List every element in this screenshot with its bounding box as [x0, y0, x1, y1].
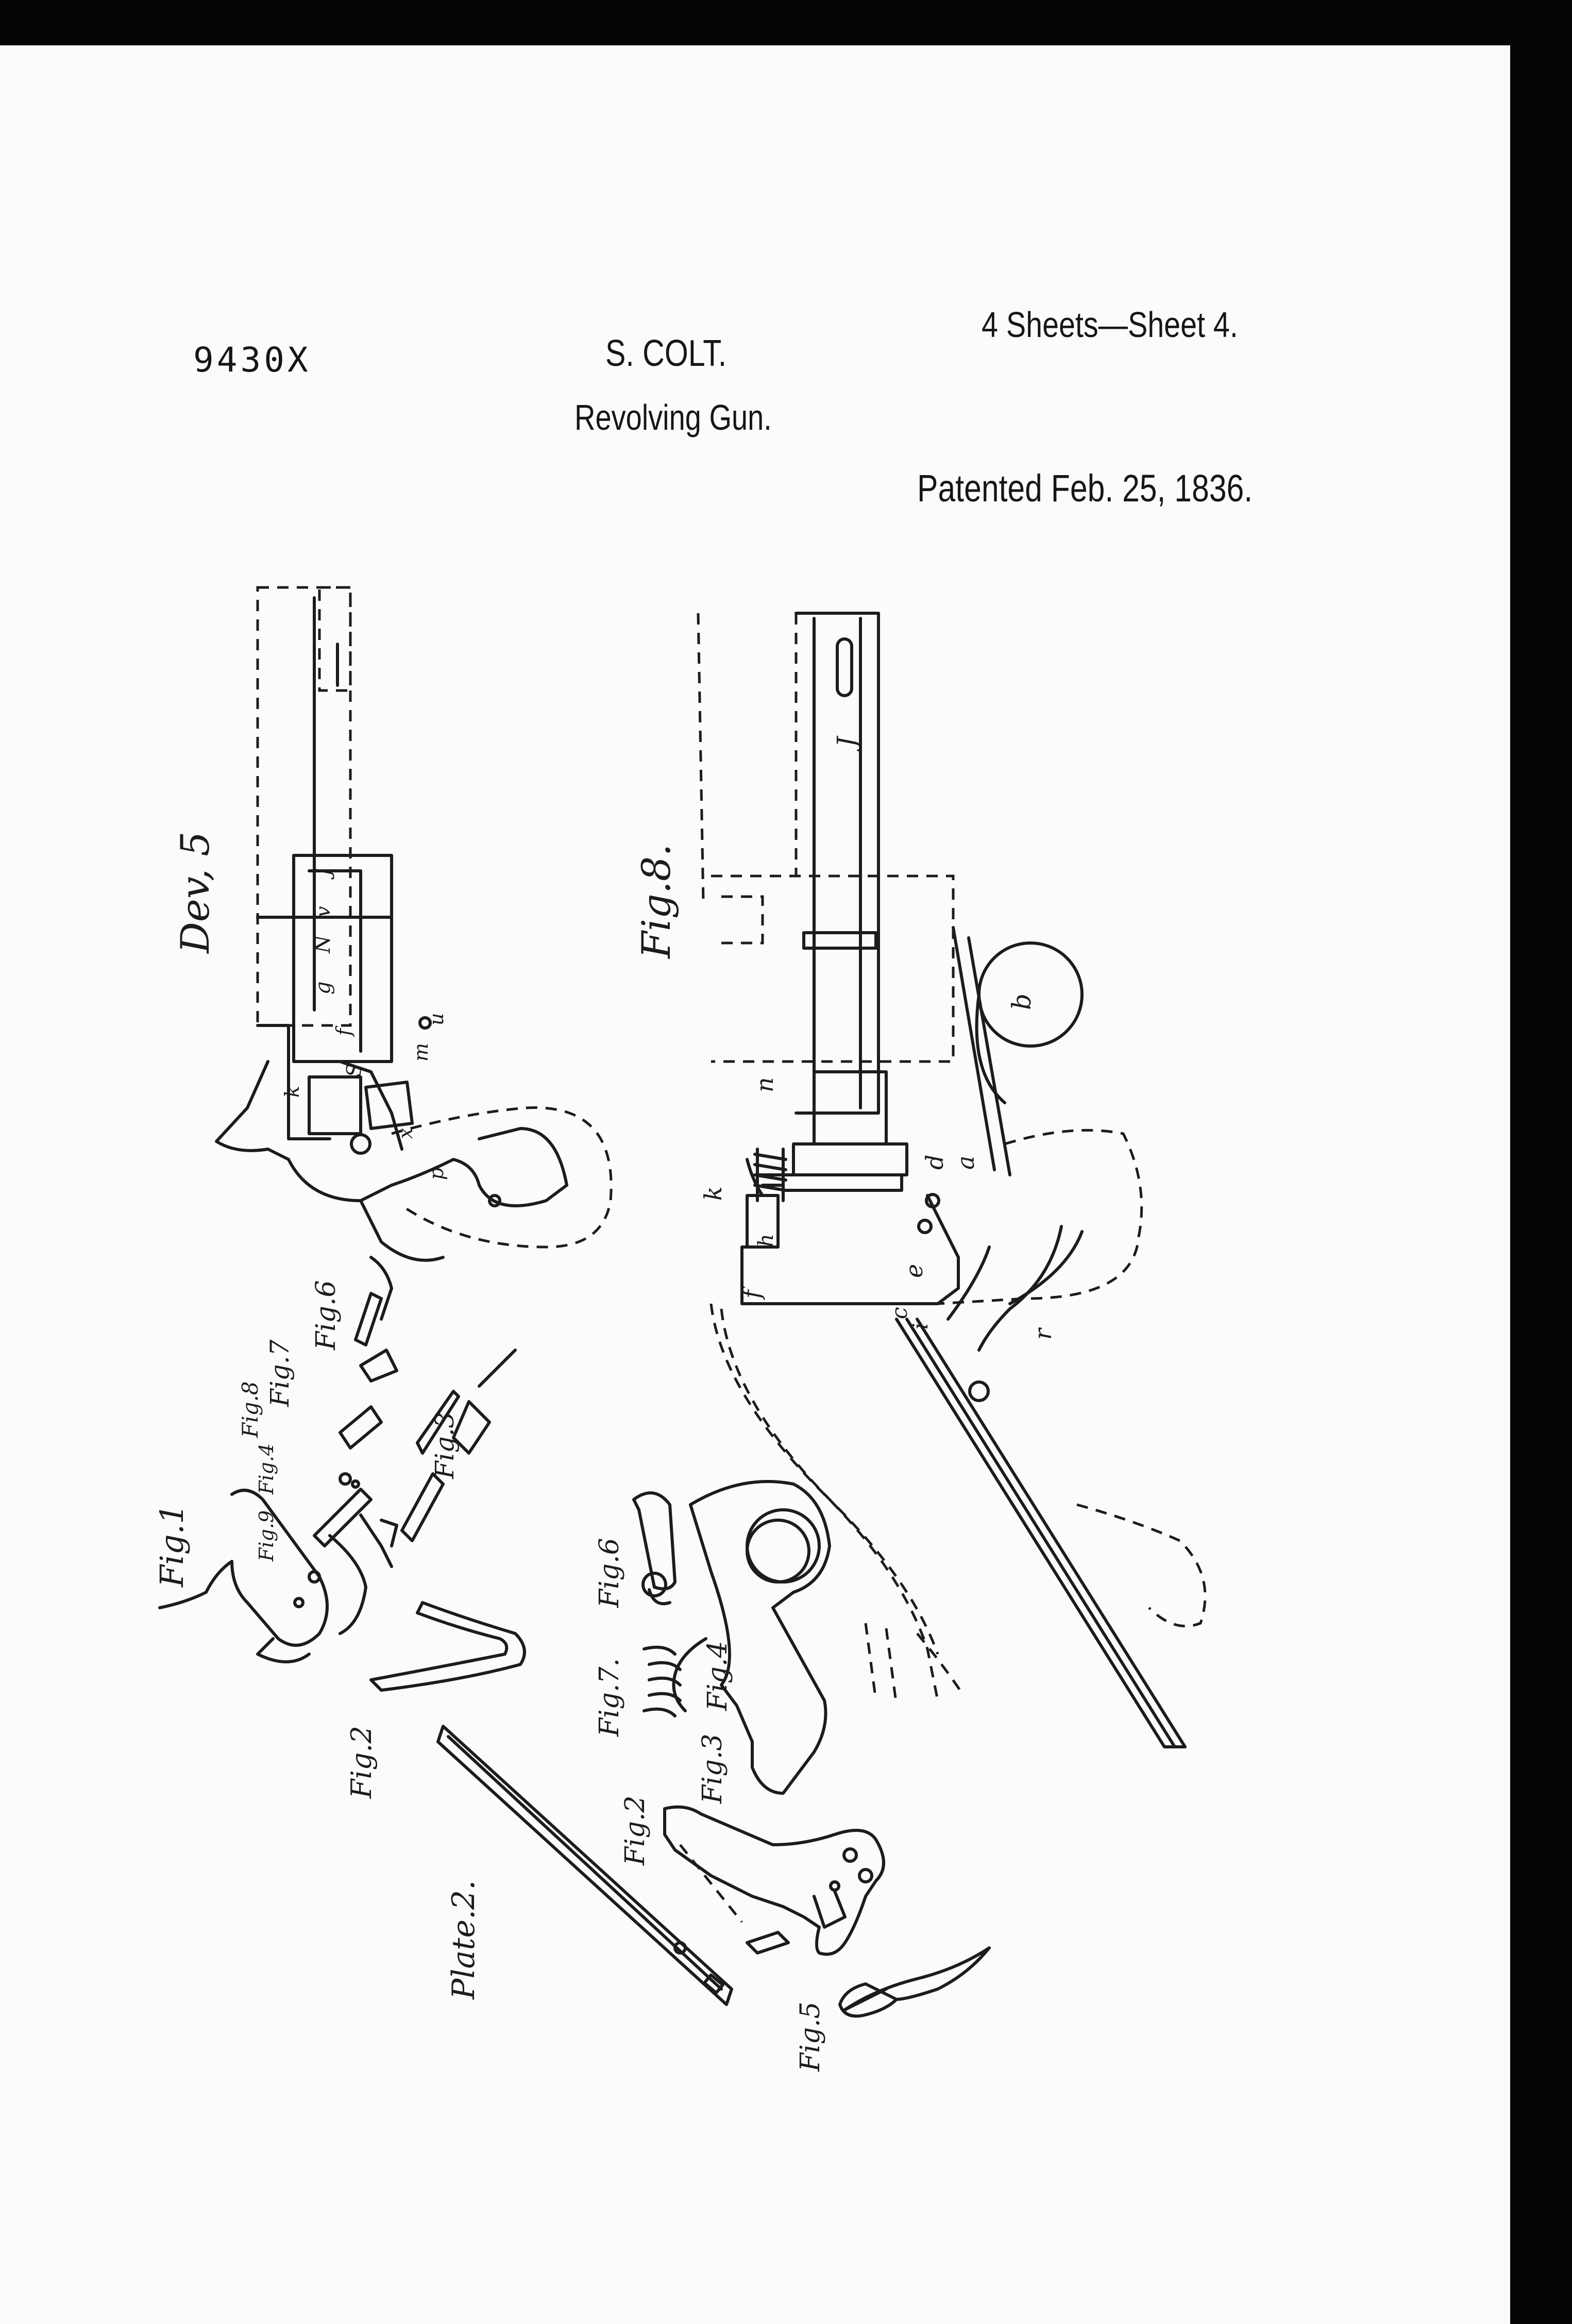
- fig3-upper-label: Fig.3: [430, 1412, 460, 1479]
- part-letter: m: [410, 1043, 432, 1062]
- fig8-small-label: Fig.8: [238, 1381, 263, 1438]
- part-letter: k: [699, 1186, 727, 1201]
- part-letter: N: [311, 934, 335, 954]
- fig5-label: Fig.5: [795, 2001, 826, 2072]
- dev5-label: Dev, 5: [172, 832, 218, 955]
- scan-border-top: [0, 0, 1572, 45]
- part-letter: v: [312, 906, 334, 917]
- sheet-indicator: 4 Sheets—Sheet 4.: [982, 305, 1238, 345]
- part-letter: h: [754, 1234, 778, 1247]
- part-letter: i: [909, 1323, 933, 1329]
- part-letter: a: [952, 1156, 979, 1170]
- patent-date: Patented Feb. 25, 1836.: [917, 467, 1253, 510]
- fig4-upper-label: Fig.4: [255, 1443, 278, 1495]
- fig6-upper-label: Fig.6: [311, 1280, 342, 1351]
- part-letter: u: [425, 1013, 448, 1025]
- part-letter: J: [832, 735, 861, 752]
- part-letter: e: [900, 1264, 928, 1278]
- fig9-label: Fig.9: [255, 1510, 278, 1562]
- part-letter: g: [311, 981, 335, 995]
- fig8-long-gun-view: Fig.8. J b n d a k h f e i c r: [633, 612, 1207, 1748]
- plate2-label: Plate.2.: [446, 1880, 482, 2000]
- part-letter: k: [281, 1086, 303, 1098]
- fig8-main-label: Fig.8.: [633, 844, 679, 959]
- part-letter: S: [343, 1064, 365, 1077]
- scan-border-right: [1510, 0, 1572, 2324]
- plate2-upper-parts: Fig.1 Fig.2 Fig.4 Fig.9 Fig.8 Fig.7 Fig.…: [153, 1256, 526, 1799]
- part-letter: x: [394, 1128, 417, 1139]
- part-letter: c: [887, 1307, 912, 1319]
- fig6-lower-label: Fig.6: [594, 1538, 625, 1608]
- plate2-lower-parts: Plate.2. Fig.6 Fig.7. Fig.4 Fig.3 Fig.2 …: [436, 1480, 991, 2072]
- part-letter: d: [921, 1155, 949, 1170]
- invention-title: Revolving Gun.: [574, 397, 772, 437]
- fig3-lower-label: Fig.3: [697, 1733, 728, 1804]
- inventor-name: S. COLT.: [605, 333, 727, 374]
- fig2-left-label: Fig.2: [345, 1726, 378, 1799]
- fig2-lower-label: Fig.2: [620, 1795, 651, 1866]
- part-letter: f: [332, 1025, 355, 1037]
- part-letter: r: [1029, 1327, 1057, 1340]
- part-letter: p: [425, 1168, 448, 1180]
- part-letter: b: [1007, 993, 1037, 1010]
- fig7-upper-label: Fig.7: [265, 1339, 295, 1407]
- fig1-label: Fig.1: [153, 1504, 191, 1588]
- fig4-lower-label: Fig.4: [702, 1641, 733, 1711]
- dev5-revolver-view: Dev, 5 J v N g f S u m k x p: [172, 586, 613, 1262]
- part-letter: n: [751, 1077, 779, 1092]
- reference-number: 9430X: [193, 340, 311, 380]
- fig7-lower-label: Fig.7.: [594, 1658, 625, 1737]
